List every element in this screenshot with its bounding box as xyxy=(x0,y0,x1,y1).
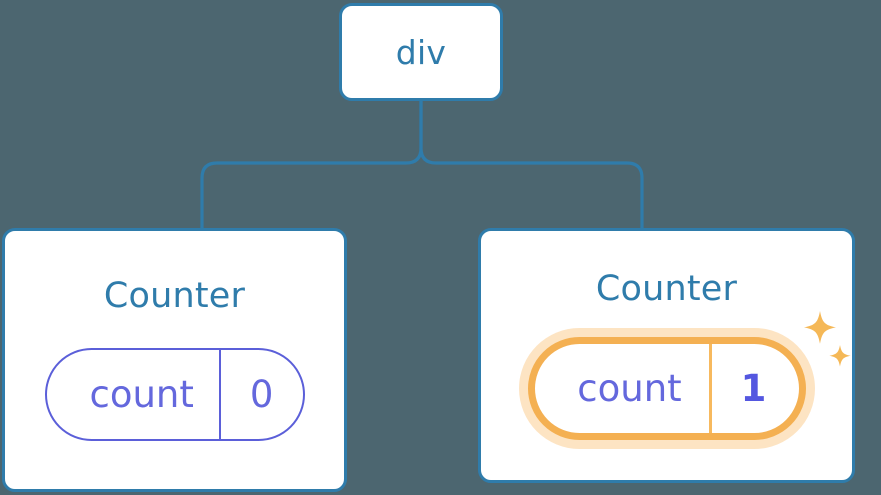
state-pill-wrap-right: count 1 xyxy=(527,310,851,440)
state-pill-divider-left xyxy=(218,350,221,439)
state-value-right: 1 xyxy=(740,366,767,410)
connector-right xyxy=(419,98,644,231)
connector-left xyxy=(200,98,423,231)
state-pill-divider-right xyxy=(708,343,712,433)
state-pill-right[interactable]: count 1 xyxy=(527,336,806,440)
sparkle-group xyxy=(803,310,851,367)
state-value-left: 0 xyxy=(249,373,274,416)
counter-node-left-title: Counter xyxy=(103,276,246,316)
sparkle-icon xyxy=(803,310,836,344)
div-node[interactable]: div xyxy=(339,3,503,101)
counter-node-right[interactable]: Counter count 1 xyxy=(478,228,855,483)
state-pill-left[interactable]: count 0 xyxy=(44,348,305,441)
state-key-right: count xyxy=(577,366,682,410)
state-key-left: count xyxy=(89,373,194,416)
counter-node-right-title: Counter xyxy=(595,268,738,309)
div-node-label: div xyxy=(395,32,447,72)
counter-node-left[interactable]: Counter count 0 xyxy=(2,228,347,492)
state-pill-wrap-left: count 0 xyxy=(44,348,305,441)
sparkle-small-icon xyxy=(828,344,851,367)
